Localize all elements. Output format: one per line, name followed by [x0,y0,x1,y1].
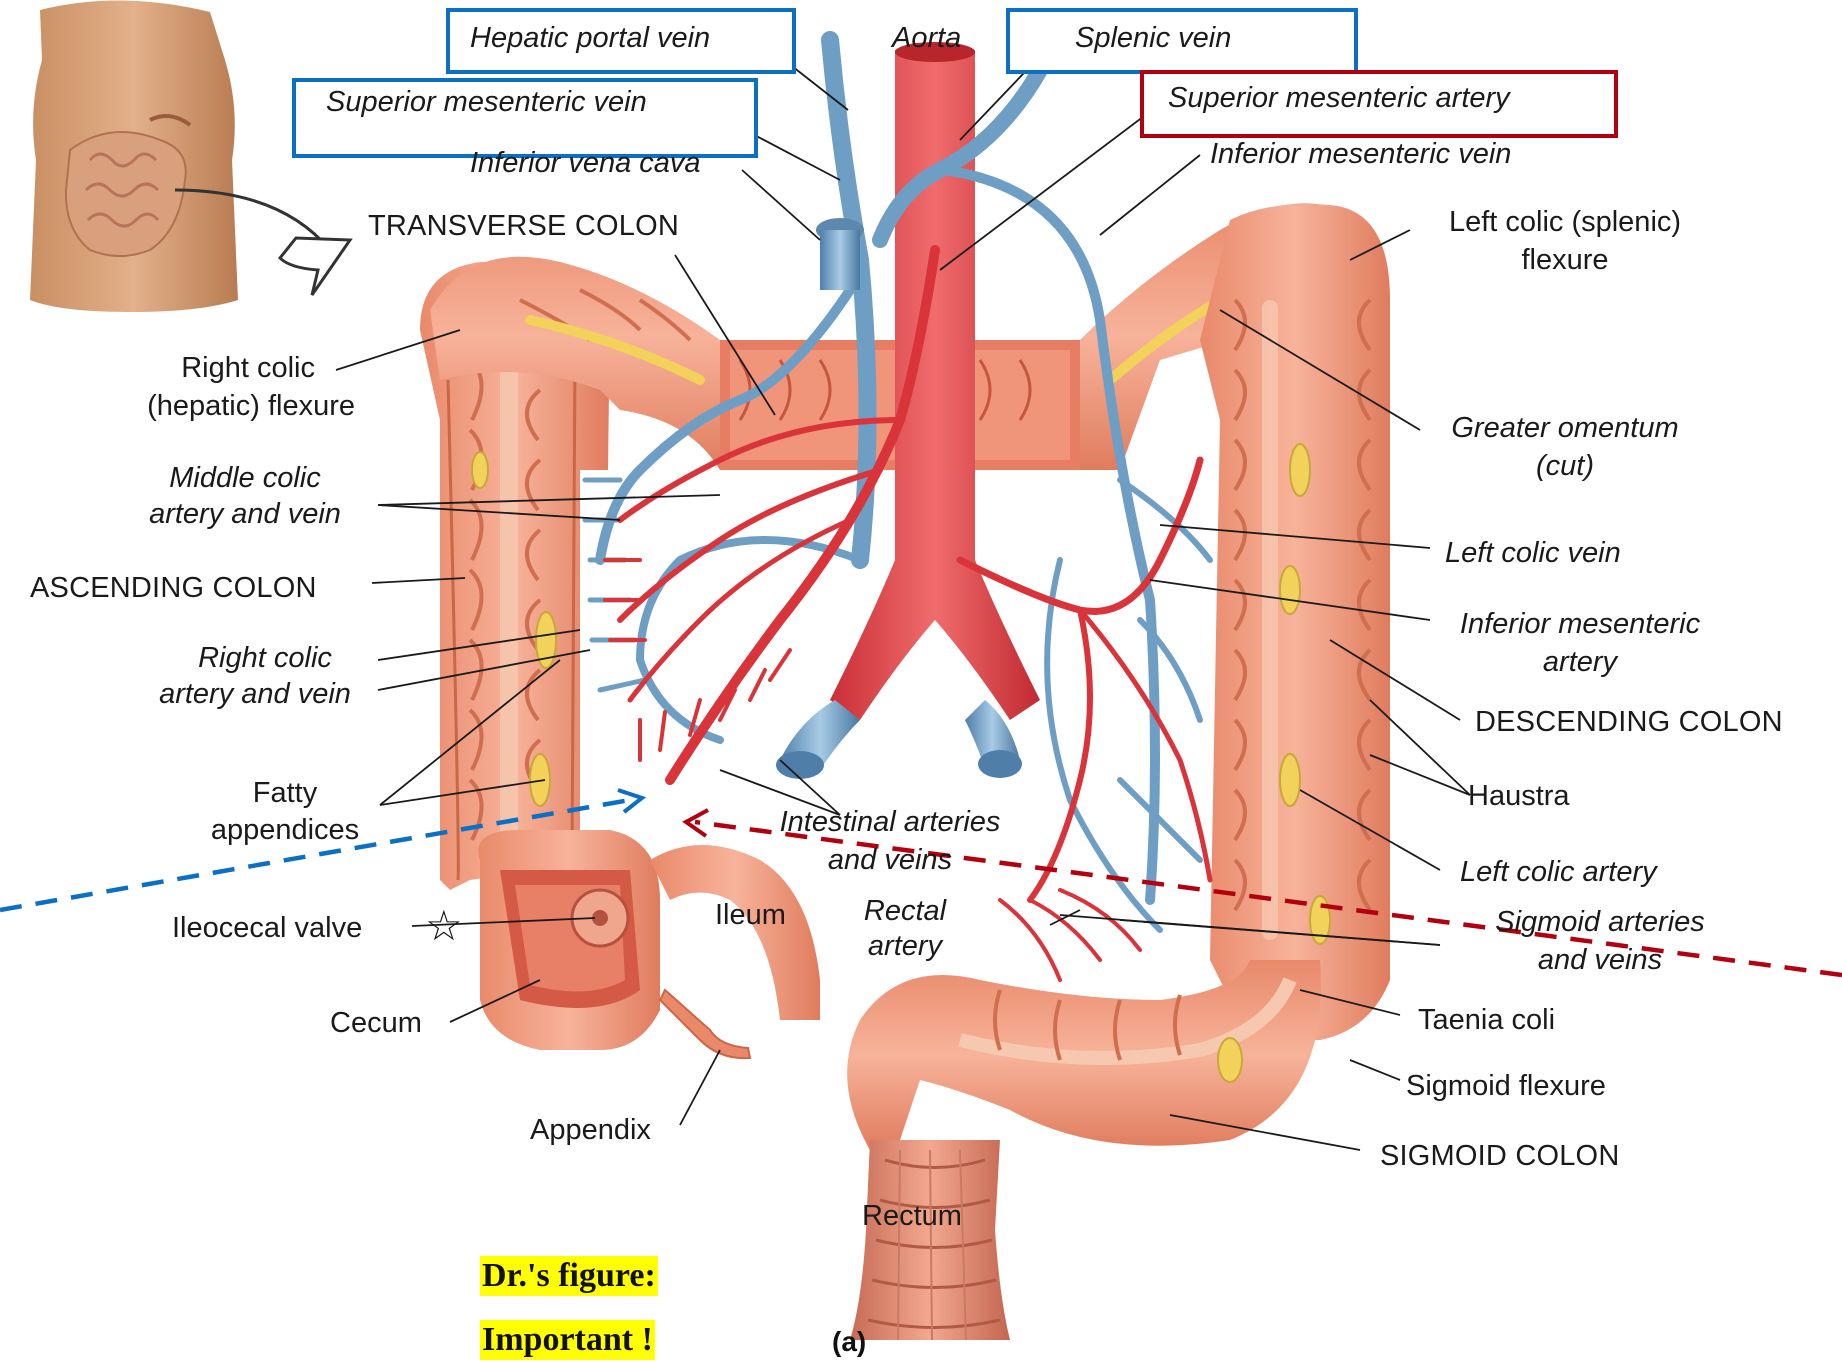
figure-tag: (a) [832,1326,866,1358]
label-right-colic-line2: artery and vein [110,676,400,712]
label-superior-mesenteric-artery: Superior mesenteric artery [1168,80,1510,116]
label-fatty-appendices-line1: Fatty [180,775,390,811]
label-descending-colon: DESCENDING COLON [1475,704,1783,740]
star-icon: ☆ [425,905,463,947]
label-left-colic-artery: Left colic artery [1460,854,1657,890]
label-rectal-artery-line2: artery [840,928,970,964]
label-greater-omentum-line2: (cut) [1420,448,1710,484]
sigmoid-colon-shape [847,960,1321,1150]
label-right-colic-flexure-line2: (hepatic) flexure [60,388,355,424]
note-drs-figure: Dr.'s figure: [480,1256,658,1296]
label-hepatic-portal-vein: Hepatic portal vein [470,20,710,56]
label-left-colic-flexure-line2: flexure [1420,242,1710,278]
label-superior-mesenteric-vein: Superior mesenteric vein [326,84,647,120]
label-middle-colic-line2: artery and vein [100,496,390,532]
label-inferior-mesenteric-artery-line1: Inferior mesenteric [1430,606,1730,642]
rectum-shape [850,1140,1010,1340]
label-greater-omentum-line1: Greater omentum [1420,410,1710,446]
label-rectum: Rectum [862,1198,962,1234]
label-sigmoid-arteries-line2: and veins [1460,942,1740,978]
label-taenia-coli: Taenia coli [1418,1002,1555,1038]
label-transverse-colon: TRANSVERSE COLON [368,208,679,244]
descending-colon-shape [1200,204,1390,1040]
label-ascending-colon: ASCENDING COLON [30,570,317,606]
label-inferior-mesenteric-vein: Inferior mesenteric vein [1210,136,1511,172]
label-right-colic-flexure-line1: Right colic [60,350,315,386]
label-ileum: Ileum [715,897,786,933]
label-inferior-vena-cava: Inferior vena cava [470,145,701,181]
label-aorta: Aorta [892,20,961,56]
label-fatty-appendices-line2: appendices [180,812,390,848]
label-rectal-artery-line1: Rectal [840,893,970,929]
label-cecum: Cecum [330,1005,422,1041]
label-middle-colic-line1: Middle colic [100,460,390,496]
label-sigmoid-arteries-line1: Sigmoid arteries [1460,904,1740,940]
label-left-colic-flexure-line1: Left colic (splenic) [1420,204,1710,240]
label-right-colic-line1: Right colic [120,640,410,676]
label-intestinal-line1: Intestinal arteries [740,804,1040,840]
note-important: Important ! [480,1320,655,1360]
label-splenic-vein: Splenic vein [1075,20,1231,56]
label-ileocecal-valve: Ileocecal valve [172,910,362,946]
label-sigmoid-flexure: Sigmoid flexure [1406,1068,1606,1104]
label-sigmoid-colon: SIGMOID COLON [1380,1138,1619,1174]
label-inferior-mesenteric-artery-line2: artery [1430,644,1730,680]
label-haustra: Haustra [1468,778,1570,814]
label-left-colic-vein: Left colic vein [1445,535,1621,571]
label-intestinal-line2: and veins [740,842,1040,878]
label-appendix: Appendix [530,1112,651,1148]
